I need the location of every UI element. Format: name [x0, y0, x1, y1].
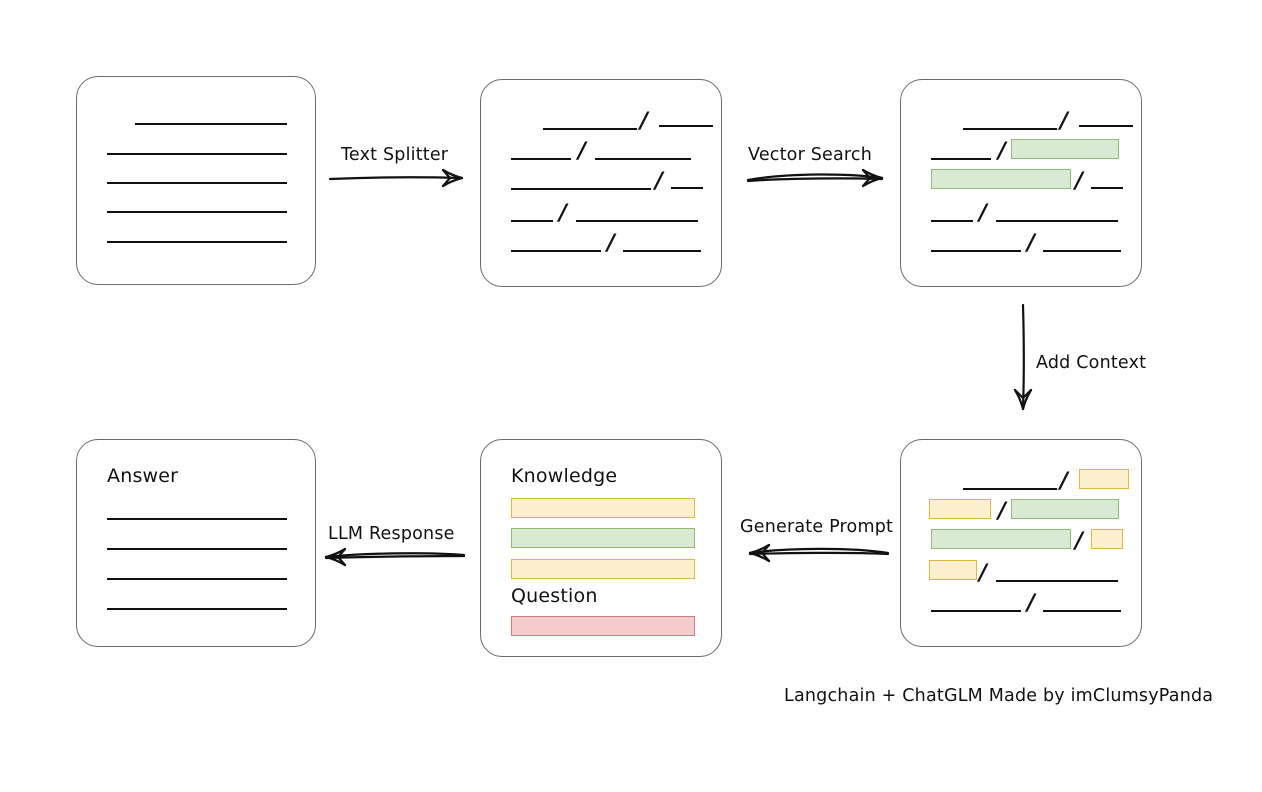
chunk-line-rule	[543, 128, 637, 130]
node-split-chunks[interactable]: / / / / /	[480, 79, 722, 287]
chunk-line-rule	[511, 158, 571, 160]
context-chip-yellow	[929, 499, 991, 519]
doc-line	[107, 241, 287, 243]
chunk-line-rule	[1043, 250, 1121, 252]
answer-line	[107, 608, 287, 610]
node-source-document[interactable]	[76, 76, 316, 285]
arrow-text-splitter	[328, 168, 464, 188]
edge-label-vector-search: Vector Search	[748, 145, 873, 165]
chunk-separator: /	[1027, 231, 1036, 256]
node-answer[interactable]: Answer	[76, 439, 316, 647]
chunk-line-rule	[996, 220, 1118, 222]
arrow-generate-prompt	[748, 543, 890, 563]
chunk-line-rule	[659, 125, 713, 127]
chunk-separator: /	[1075, 529, 1084, 554]
edge-label-llm-response: LLM Response	[328, 524, 455, 544]
chunk-separator: /	[998, 499, 1007, 524]
chunk-line-rule	[963, 488, 1057, 490]
doc-line	[107, 182, 287, 184]
chunk-line-rule	[511, 220, 553, 222]
answer-label: Answer	[107, 465, 179, 487]
node-prompt[interactable]: Knowledge Question	[480, 439, 722, 657]
chunk-line-rule	[963, 128, 1057, 130]
chunk-separator: /	[1060, 469, 1069, 494]
chunk-separator: /	[640, 109, 649, 134]
doc-line	[107, 153, 287, 155]
doc-line	[107, 211, 287, 213]
context-chip-yellow	[1091, 529, 1123, 549]
chunk-line-rule	[671, 187, 703, 189]
chunk-line-rule	[511, 250, 601, 252]
chunk-separator: /	[655, 169, 664, 194]
chunk-line-rule	[576, 220, 698, 222]
chunk-line-rule	[931, 158, 991, 160]
chunk-line-rule	[1079, 125, 1133, 127]
answer-line	[107, 578, 287, 580]
prompt-question-label: Question	[511, 585, 598, 607]
node-vector-matches[interactable]: / / / / /	[900, 79, 1142, 287]
chunk-separator: /	[979, 561, 988, 586]
chunk-separator: /	[578, 139, 587, 164]
prompt-question-bar	[511, 616, 695, 636]
chunk-separator: /	[1027, 591, 1036, 616]
edge-label-add-context: Add Context	[1036, 353, 1147, 373]
chunk-line-rule	[996, 580, 1118, 582]
arrow-llm-response	[324, 547, 466, 567]
chunk-line-rule	[931, 610, 1021, 612]
doc-line	[135, 123, 287, 125]
prompt-knowledge-bar	[511, 498, 695, 518]
node-context-augmented[interactable]: / / / / /	[900, 439, 1142, 647]
chunk-separator: /	[559, 201, 568, 226]
context-chip-yellow	[1079, 469, 1129, 489]
edge-label-text-splitter: Text Splitter	[341, 145, 449, 165]
arrow-vector-search	[746, 168, 884, 188]
prompt-knowledge-label: Knowledge	[511, 465, 618, 487]
chunk-line-rule	[623, 250, 701, 252]
context-chip-green	[1011, 499, 1119, 519]
context-chip-green	[931, 529, 1071, 549]
edge-label-generate-prompt: Generate Prompt	[740, 517, 894, 537]
chunk-line-rule	[1043, 610, 1121, 612]
chunk-separator: /	[607, 231, 616, 256]
match-chip-green	[931, 169, 1071, 189]
chunk-line-rule	[511, 188, 651, 190]
chunk-separator: /	[979, 201, 988, 226]
answer-line	[107, 548, 287, 550]
chunk-line-rule	[595, 158, 691, 160]
prompt-knowledge-bar	[511, 559, 695, 579]
chunk-separator: /	[1060, 109, 1069, 134]
context-chip-yellow	[929, 560, 977, 580]
chunk-line-rule	[931, 250, 1021, 252]
arrow-add-context	[1013, 303, 1033, 411]
chunk-line-rule	[1091, 187, 1123, 189]
chunk-separator: /	[1075, 169, 1084, 194]
prompt-knowledge-bar	[511, 528, 695, 548]
diagram-caption: Langchain + ChatGLM Made by imClumsyPand…	[784, 686, 1214, 706]
match-chip-green	[1011, 139, 1119, 159]
chunk-separator: /	[998, 139, 1007, 164]
chunk-line-rule	[931, 220, 973, 222]
answer-line	[107, 518, 287, 520]
